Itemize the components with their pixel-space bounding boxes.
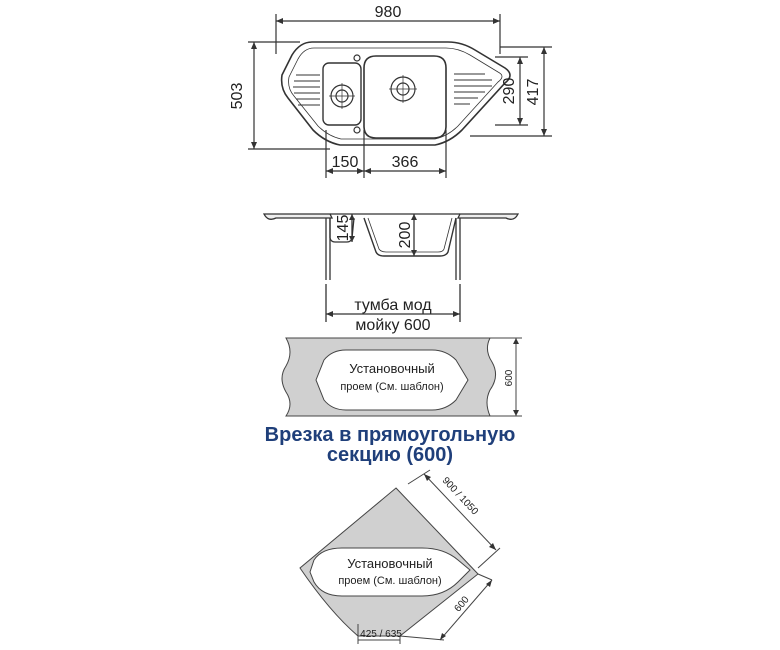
width-dimension-label: 980: [375, 4, 402, 21]
rect-cutout-label-line2: проем (См. шаблон): [340, 381, 443, 393]
corner-cutout-label-line2: проем (См. шаблон): [338, 575, 441, 587]
sink-outline: [280, 41, 511, 146]
small-bowl: [322, 62, 362, 126]
left-drainboard-ribs: [293, 74, 320, 106]
small-bowl-height-label: 145: [335, 215, 352, 242]
sink-rim: [288, 47, 503, 140]
main-bowl-section: [363, 217, 457, 257]
faucet-hole: [353, 54, 361, 62]
cabinet-label-line2: мойку 600: [355, 317, 430, 334]
overflow-hole: [353, 126, 361, 134]
corner-cutout-opening: [309, 547, 471, 597]
cutout-opening: [315, 349, 469, 411]
caption-line1: Врезка в прямоугольную: [265, 424, 516, 446]
corner-section-view: [299, 469, 501, 644]
right-flange: [456, 213, 520, 220]
inner-depth-label: 417: [525, 79, 542, 106]
small-bowl-width-label: 150: [332, 154, 359, 171]
cabinet-label-line1: тумба мод: [354, 297, 432, 314]
caption-line2: секцию (600): [327, 444, 453, 466]
right-drainboard-ribs: [454, 73, 492, 105]
dim-line-side: [439, 579, 493, 641]
corner-bottom-width-label: 425 / 635: [360, 629, 402, 640]
side-section-view: [262, 213, 520, 322]
rect-cutout-label-line1: Установочный: [349, 361, 435, 376]
rect-depth-label: 600: [504, 369, 515, 386]
main-bowl-width-label: 366: [392, 154, 419, 171]
left-flange: [262, 213, 334, 220]
rectangular-section-view: [281, 337, 522, 417]
corner-side-depth-label: 600: [453, 594, 472, 614]
main-bowl-height-label: 200: [397, 222, 414, 249]
main-bowl: [363, 55, 447, 139]
depth-dimension-label: 503: [229, 83, 246, 110]
dim-line-diagonal: [423, 473, 497, 551]
bowl-depth-label: 290: [501, 78, 518, 105]
top-view: [248, 14, 552, 178]
corner-cutout-label-line1: Установочный: [347, 556, 433, 571]
